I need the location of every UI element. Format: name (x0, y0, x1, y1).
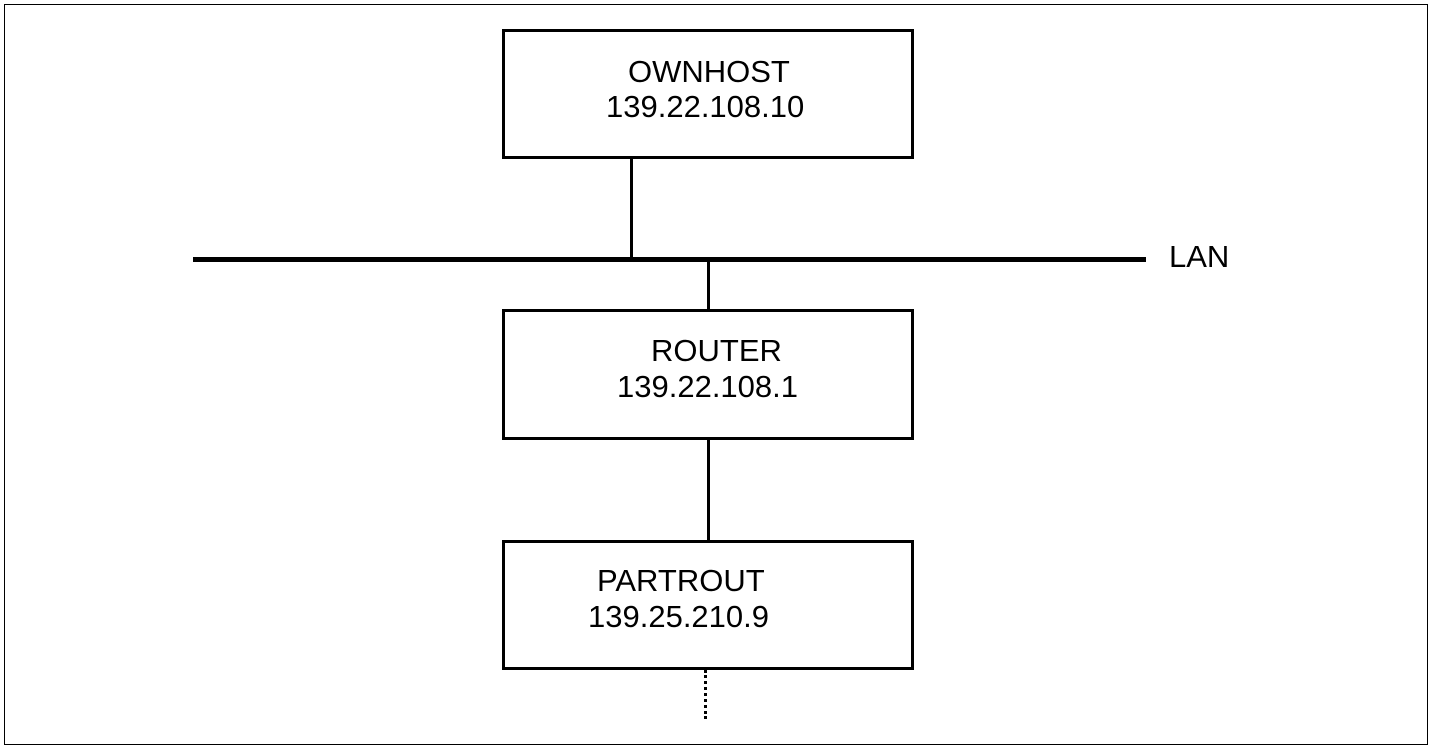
ownhost-node: OWNHOST 139.22.108.10 (502, 29, 914, 159)
ownhost-name: OWNHOST (628, 54, 790, 89)
router-node: ROUTER 139.22.108.1 (502, 309, 914, 440)
router-partrout-link (707, 440, 710, 541)
partrout-dotted-link (704, 670, 707, 719)
partrout-node: PARTROUT 139.25.210.9 (502, 540, 914, 670)
partrout-name: PARTROUT (597, 563, 765, 598)
lan-bus-line (193, 257, 1146, 262)
router-address: 139.22.108.1 (617, 369, 799, 404)
lan-router-link (707, 261, 710, 311)
lan-label: LAN (1169, 239, 1230, 274)
ownhost-lan-link (630, 159, 633, 259)
diagram-frame: OWNHOST 139.22.108.10 LAN ROUTER 139.22.… (4, 4, 1428, 745)
partrout-address: 139.25.210.9 (588, 599, 770, 634)
ownhost-address: 139.22.108.10 (606, 89, 805, 124)
router-name: ROUTER (651, 333, 782, 368)
